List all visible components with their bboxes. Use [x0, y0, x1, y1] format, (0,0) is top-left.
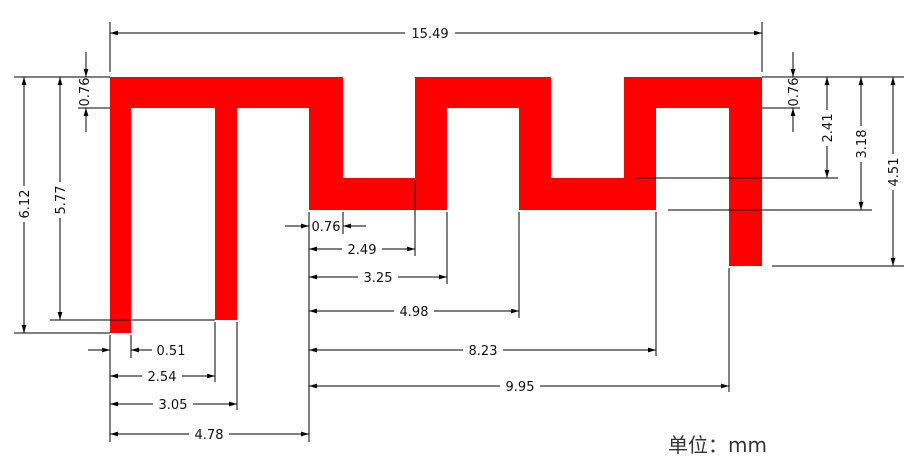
dimension-overall-width: 15.49	[109, 22, 763, 72]
dimension-w-2-54: 2.54	[110, 368, 215, 385]
dimension-w-4-98: 4.98	[309, 303, 519, 320]
dim-label-w-4-98: 4.98	[400, 305, 429, 320]
dimension-top-thickness-left: 0.76	[78, 52, 110, 132]
dimension-w-8-23: 8.23	[309, 342, 656, 359]
dimension-w-9-95: 9.95	[309, 378, 729, 395]
dim-label-height-total: 6.12	[18, 190, 33, 219]
meander-antenna-shape	[110, 77, 762, 333]
dimension-height-total: 6.12	[14, 76, 110, 334]
dim-label-w-8-23: 8.23	[469, 344, 498, 359]
dimension-w-0-76: 0.76	[285, 220, 366, 235]
dim-label-w-0-51: 0.51	[157, 344, 186, 359]
dimension-w-4-78: 4.78	[110, 426, 309, 443]
dim-label-w-0-76: 0.76	[312, 220, 341, 235]
dim-label-w-2-49: 2.49	[348, 243, 377, 258]
dim-label-top-thickness-left: 0.76	[78, 78, 93, 107]
dimension-top-thickness-right: 0.76	[762, 52, 802, 132]
dim-label-w-9-95: 9.95	[506, 380, 535, 395]
unit-label: 单位：mm	[668, 433, 767, 457]
dimension-right-2-41: 2.41	[636, 76, 838, 179]
dim-label-right-4-51: 4.51	[887, 158, 902, 187]
dimension-w-3-05: 3.05	[110, 396, 237, 413]
dimension-right-3-18: 3.18	[668, 76, 872, 211]
dimension-w-3-25: 3.25	[309, 269, 447, 286]
dimension-w-0-51: 0.51	[88, 344, 185, 359]
dim-label-height-second: 5.77	[54, 186, 69, 215]
dim-label-top-thickness-right: 0.76	[787, 78, 802, 107]
extension-lines-bottom	[109, 180, 730, 442]
dim-label-overall-width: 15.49	[411, 27, 448, 42]
dimension-height-second: 5.77	[50, 77, 215, 321]
dim-label-w-2-54: 2.54	[148, 370, 177, 385]
dim-label-right-3-18: 3.18	[855, 130, 870, 159]
dim-label-right-2-41: 2.41	[821, 114, 836, 143]
dim-label-w-3-25: 3.25	[364, 271, 393, 286]
dimension-w-2-49: 2.49	[309, 241, 415, 258]
dimension-right-4-51: 4.51	[772, 76, 904, 267]
dim-label-w-4-78: 4.78	[195, 428, 224, 443]
dim-label-w-3-05: 3.05	[159, 398, 188, 413]
